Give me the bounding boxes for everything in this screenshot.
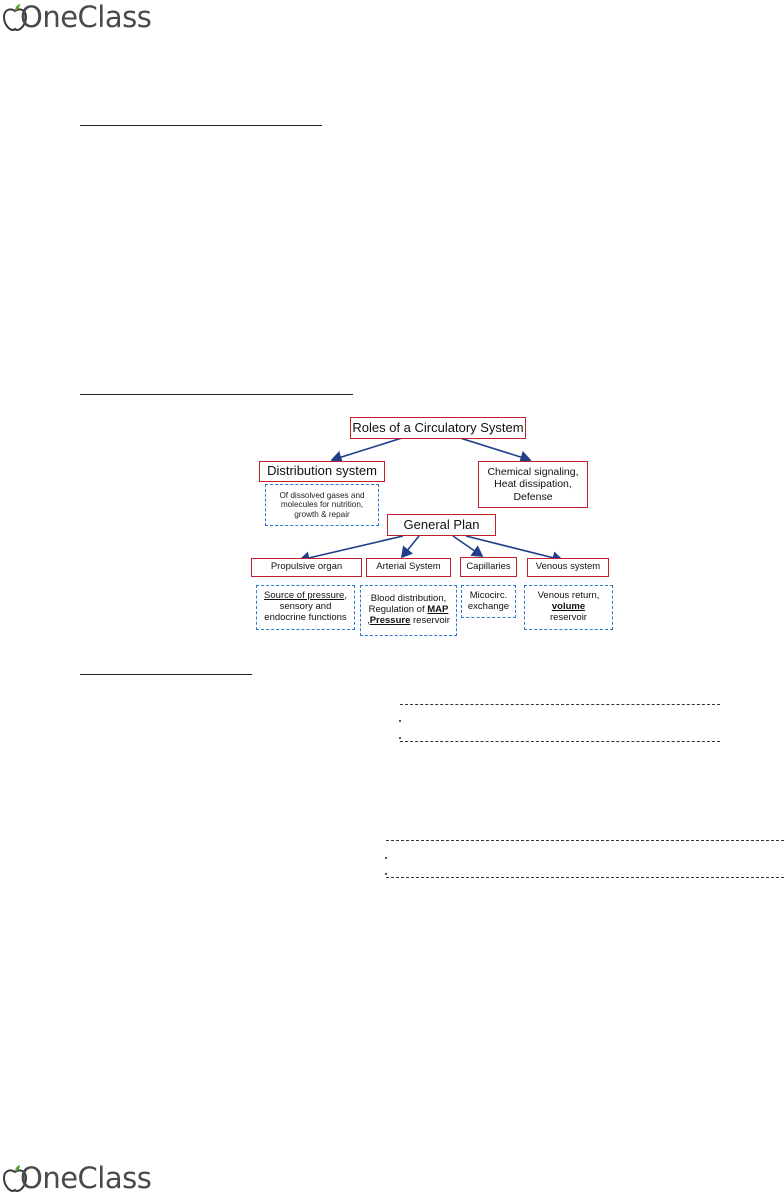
apple-icon — [2, 4, 28, 32]
node-label-line: Chemical signaling, — [487, 466, 579, 479]
note-line: Regulation of MAP — [368, 604, 449, 616]
note-arterial: Blood distribution, Regulation of MAP ,P… — [360, 585, 457, 636]
heading-underline-2 — [80, 394, 353, 395]
dashed-line — [386, 840, 784, 841]
note-distribution: Of dissolved gases and molecules for nut… — [265, 484, 379, 526]
note-line: Blood distribution, — [370, 593, 447, 605]
node-propulsive-organ: Propulsive organ — [251, 558, 362, 577]
note-underlined: Source of pressure — [264, 590, 345, 602]
brand-name: OneClass — [20, 0, 152, 34]
note-line: growth & repair — [294, 509, 350, 519]
note-bold: MAP — [427, 604, 449, 616]
brand-name: OneClass — [20, 1161, 152, 1195]
note-capillaries: Micocirc. exchange — [461, 585, 516, 618]
node-general-plan: General Plan — [387, 514, 496, 536]
node-label: Roles of a Circulatory System — [352, 419, 524, 435]
dot-mark — [385, 857, 387, 859]
oneclass-logo-footer: OneClass — [2, 1161, 152, 1195]
note-line: ,Pressure reservoir — [367, 614, 450, 627]
node-arterial-system: Arterial System — [366, 558, 451, 577]
node-venous-system: Venous system — [527, 558, 609, 577]
note-text: reservoir — [410, 614, 450, 626]
node-chemical-signaling: Chemical signaling, Heat dissipation, De… — [478, 461, 588, 508]
note-line: Venous return, — [537, 590, 600, 602]
dot-mark — [399, 720, 401, 722]
dot-mark — [385, 873, 387, 875]
node-capillaries: Capillaries — [460, 557, 517, 577]
node-label-line: Defense — [513, 490, 553, 503]
note-venous: Venous return, volume reservoir — [524, 585, 613, 630]
note-line: molecules for nutrition, — [280, 500, 364, 510]
note-propulsive: Source of pressure, sensory and endocrin… — [256, 585, 355, 630]
dashed-line — [400, 741, 720, 742]
node-label: Capillaries — [466, 560, 511, 572]
node-label: Arterial System — [376, 561, 441, 573]
note-line: endocrine functions — [264, 611, 347, 623]
note-punct: , — [344, 590, 347, 602]
heading-underline-3 — [80, 674, 252, 675]
node-label: Venous system — [535, 561, 601, 573]
note-line: Micocirc. — [469, 589, 508, 601]
note-line: exchange — [467, 600, 510, 612]
note-bold: volume — [551, 601, 586, 613]
diagram-arrows — [298, 437, 564, 565]
apple-icon — [2, 1165, 28, 1193]
note-line: reservoir — [550, 611, 587, 623]
note-line: Source of pressure, — [264, 590, 347, 602]
note-bold: Pressure — [369, 614, 411, 626]
dashed-line — [400, 704, 720, 705]
node-label: Propulsive organ — [270, 561, 343, 573]
node-distribution-system: Distribution system — [259, 461, 385, 482]
dashed-line — [386, 877, 784, 878]
note-line: Of dissolved gases and — [279, 490, 365, 500]
node-label: Distribution system — [267, 463, 377, 479]
heading-underline-1 — [80, 125, 322, 126]
note-punct: , — [367, 614, 370, 626]
node-label-line: Heat dissipation, — [494, 478, 572, 491]
node-label: General Plan — [403, 516, 480, 532]
note-line: sensory and — [279, 601, 332, 613]
dot-mark — [399, 737, 401, 739]
note-text: Regulation of — [368, 604, 428, 616]
node-roles-of-circulatory-system: Roles of a Circulatory System — [350, 417, 526, 439]
oneclass-logo: OneClass — [2, 0, 152, 34]
